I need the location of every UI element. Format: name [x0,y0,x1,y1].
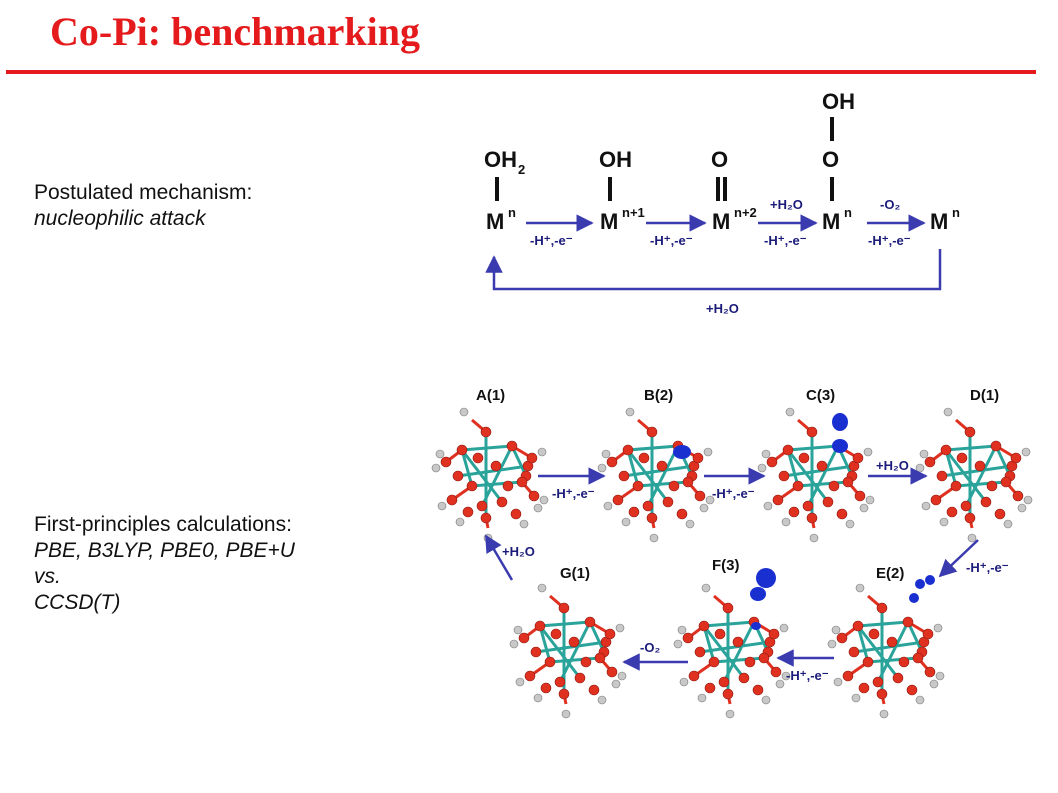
species-2-ox: n+1 [622,205,645,220]
arrow-f-g-label: -O₂ [640,640,660,655]
arrow-d-e-label: -H⁺,-e⁻ [966,560,1009,575]
arrow-g-a-label: +H₂O [502,544,535,559]
species-3-ligand: O [711,147,728,172]
species-5-metal: M [930,209,948,234]
arrow-e-f-label: -H⁺,-e⁻ [786,668,829,683]
species-4-top: OH [822,89,855,114]
species-1-metal: M [486,209,504,234]
species-3-metal: M [712,209,730,234]
return-arrow [485,249,942,291]
structure-f-model [672,582,792,720]
structure-f-spin-density-mid [750,587,766,601]
arrow-a-b-label: -H⁺,-e⁻ [552,486,595,501]
return-label: +H₂O [706,301,739,316]
species-4-top-bond [830,117,834,141]
step-label-4: -H⁺,-e⁻ [868,233,911,248]
calc-versus: vs. [34,565,61,588]
step-label-2: -H⁺,-e⁻ [650,233,693,248]
mechanism-scheme: OH 2 M n OH M n+1 O M n+2 OH O M n M n -… [484,89,960,316]
arrow-d-e [938,539,979,578]
structure-b: B(2) [596,387,716,544]
structure-c-label: C(3) [806,387,835,404]
structure-d-label: D(1) [970,387,999,404]
step-label-3: -H⁺,-e⁻ [764,233,807,248]
species-4-metal: M [822,209,840,234]
structure-e: E(2) [826,565,946,720]
structure-c-spin-density-top [832,413,848,431]
species-3: O M n+2 [711,147,757,234]
structure-e-spin-density-b [925,575,935,585]
calc-heading: First-principles calculations: [34,513,292,536]
mechanism-type: nucleophilic attack [34,207,206,230]
structure-f: F(3) [672,557,792,720]
calculation-text: First-principles calculations: PBE, B3LY… [34,512,295,616]
structure-b-model [596,406,716,544]
structure-e-spin-density-c [909,593,919,603]
structure-a-model [430,406,550,544]
structure-g-model [508,582,628,720]
species-2: OH M n+1 [599,147,645,234]
species-5: M n [930,205,960,234]
structure-g: G(1) [508,565,628,720]
mechanism-heading: Postulated mechanism: [34,181,253,204]
calc-reference: CCSD(T) [34,591,121,614]
species-4: OH O M n [822,89,855,234]
structure-f-spin-density-top [756,568,776,588]
species-1-bond [495,177,499,201]
structure-c-spin-density-bottom [832,439,848,453]
structure-d-model [914,406,1034,544]
structure-c: C(3) [756,387,876,544]
species-1-ligand-sub: 2 [518,162,525,177]
structure-c-model [756,406,876,544]
structure-f-spin-density-low [751,622,761,630]
species-4-bond [830,177,834,201]
calc-methods: PBE, B3LYP, PBE0, PBE+U [34,539,295,562]
structure-b-spin-density [673,445,691,459]
arrow-g-a [484,534,514,581]
species-1-ox: n [508,205,516,220]
species-1: OH 2 M n [484,147,525,234]
page-title: Co-Pi: benchmarking [50,9,420,54]
structure-a: A(1) [430,387,550,544]
arrow-b-c-label: -H⁺,-e⁻ [712,486,755,501]
species-3-ox: n+2 [734,205,757,220]
structure-e-spin-density-a [915,579,925,589]
species-4-ox: n [844,205,852,220]
above-label-oxygen: -O₂ [880,197,900,212]
arrow-c-d-label: +H₂O [876,458,909,473]
structure-a-label: A(1) [476,387,505,404]
mechanism-text: Postulated mechanism: nucleophilic attac… [34,180,252,232]
step-label-1: -H⁺,-e⁻ [530,233,573,248]
structure-cycle: A(1) B(2) C(3) D(1) E(2) F(3) G(1) -H⁺,-… [430,387,1034,720]
title-divider [6,70,1036,74]
structure-g-label: G(1) [560,565,590,582]
species-2-bond [608,177,612,201]
structure-e-model [826,582,946,720]
species-2-ligand: OH [599,147,632,172]
species-4-ligand: O [822,147,839,172]
species-5-ox: n [952,205,960,220]
structure-f-label: F(3) [712,557,740,574]
structure-b-label: B(2) [644,387,673,404]
structure-d: D(1) [914,387,1034,544]
species-3-bond-b [723,177,727,201]
species-3-bond-a [716,177,720,201]
species-1-ligand: OH [484,147,517,172]
structure-e-label: E(2) [876,565,904,582]
above-label-water: +H₂O [770,197,803,212]
species-2-metal: M [600,209,618,234]
